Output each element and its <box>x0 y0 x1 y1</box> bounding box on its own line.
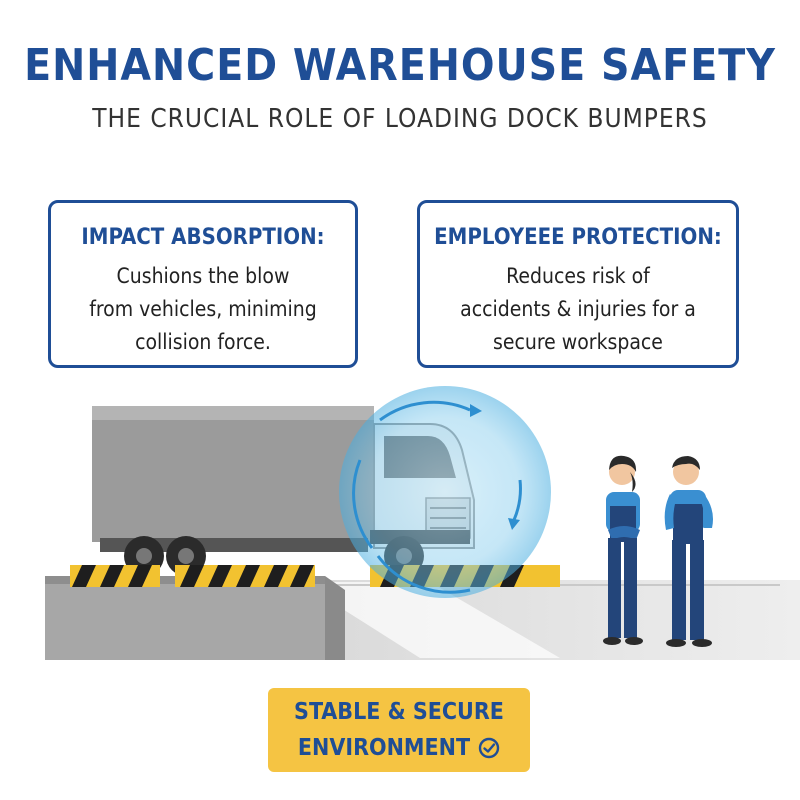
cta-line: STABLE & SECURE <box>294 699 504 725</box>
worker-icon <box>603 455 643 645</box>
card-body: Reduces risk of accidents & injuries for… <box>434 260 722 359</box>
card-text-line: collision force. <box>135 330 271 354</box>
cta-line: ENVIRONMENT <box>297 735 471 761</box>
bumper-middle <box>175 565 315 587</box>
card-body: Cushions the blow from vehicles, minimin… <box>65 260 341 359</box>
stable-secure-banner: STABLE & SECURE ENVIRONMENT <box>268 688 530 772</box>
impact-absorption-card: IMPACT ABSORPTION: Cushions the blow fro… <box>48 200 358 368</box>
card-text-line: from vehicles, miniming <box>89 297 317 321</box>
cta-line-with-icon: ENVIRONMENT <box>268 730 530 766</box>
card-text-line: secure workspace <box>493 330 663 354</box>
dock-platform <box>45 576 345 660</box>
loading-dock-illustration <box>45 386 800 660</box>
card-text-line: Cushions the blow <box>116 264 290 288</box>
card-text-line: Reduces risk of <box>506 264 650 288</box>
dock-ramp <box>300 580 800 660</box>
employee-protection-card: EMPLOYEEE PROTECTION: Reduces risk of ac… <box>417 200 739 368</box>
page-subtitle: THE CRUCIAL ROLE OF LOADING DOCK BUMPERS <box>92 104 708 134</box>
worker-icon <box>664 456 713 647</box>
impact-circle-icon <box>339 386 551 598</box>
card-heading: IMPACT ABSORPTION: <box>81 225 325 250</box>
card-heading: EMPLOYEEE PROTECTION: <box>434 225 722 250</box>
bumper-left <box>70 565 160 587</box>
page-title: ENHANCED WAREHOUSE SAFETY <box>24 40 776 91</box>
check-circle-icon <box>478 737 500 759</box>
card-text-line: accidents & injuries for a <box>460 297 696 321</box>
